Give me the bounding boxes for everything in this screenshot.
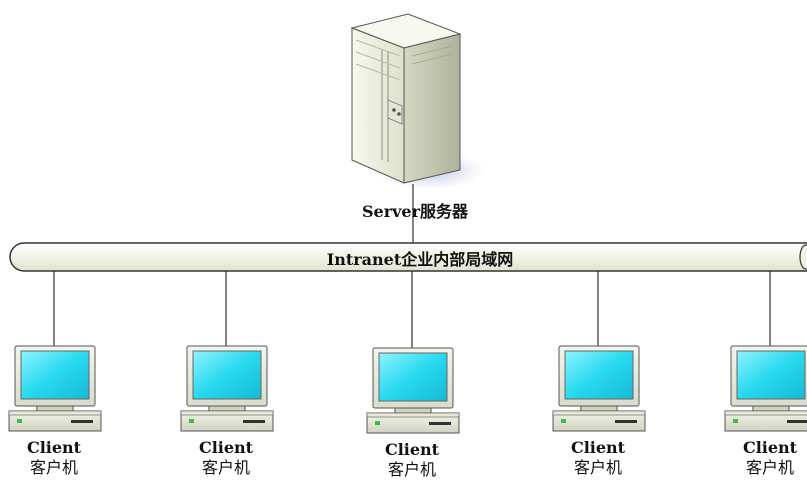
client-label-cn: 客户机 xyxy=(387,460,436,479)
client-label-cn: 客户机 xyxy=(29,458,78,477)
client-label-cn: 客户机 xyxy=(201,458,250,477)
network-bus xyxy=(9,242,807,272)
client-label-en: Client xyxy=(742,438,798,457)
client-label-en: Client xyxy=(198,438,254,457)
server-icon xyxy=(350,13,462,184)
client-computer-icon xyxy=(724,345,807,432)
client-label-en: Client xyxy=(570,438,626,457)
network-label: Intranet企业内部局域网 xyxy=(326,250,514,269)
server-label: Server服务器 xyxy=(361,202,469,221)
client-label: Client 客户机 xyxy=(181,438,271,478)
client-label: Client 客户机 xyxy=(9,438,99,478)
client-label: Client 客户机 xyxy=(725,438,807,478)
client-computer-icon xyxy=(366,347,460,434)
client-links xyxy=(53,271,771,348)
client-label: Client 客户机 xyxy=(553,438,643,478)
client-label: Client 客户机 xyxy=(367,440,457,480)
client-label-cn: 客户机 xyxy=(745,458,794,477)
client-computer-icon xyxy=(8,345,102,432)
client-label-en: Client xyxy=(26,438,82,457)
client-computer-icon xyxy=(180,345,274,432)
client-label-cn: 客户机 xyxy=(573,458,622,477)
client-computer-icon xyxy=(552,345,646,432)
client-label-en: Client xyxy=(384,440,440,459)
